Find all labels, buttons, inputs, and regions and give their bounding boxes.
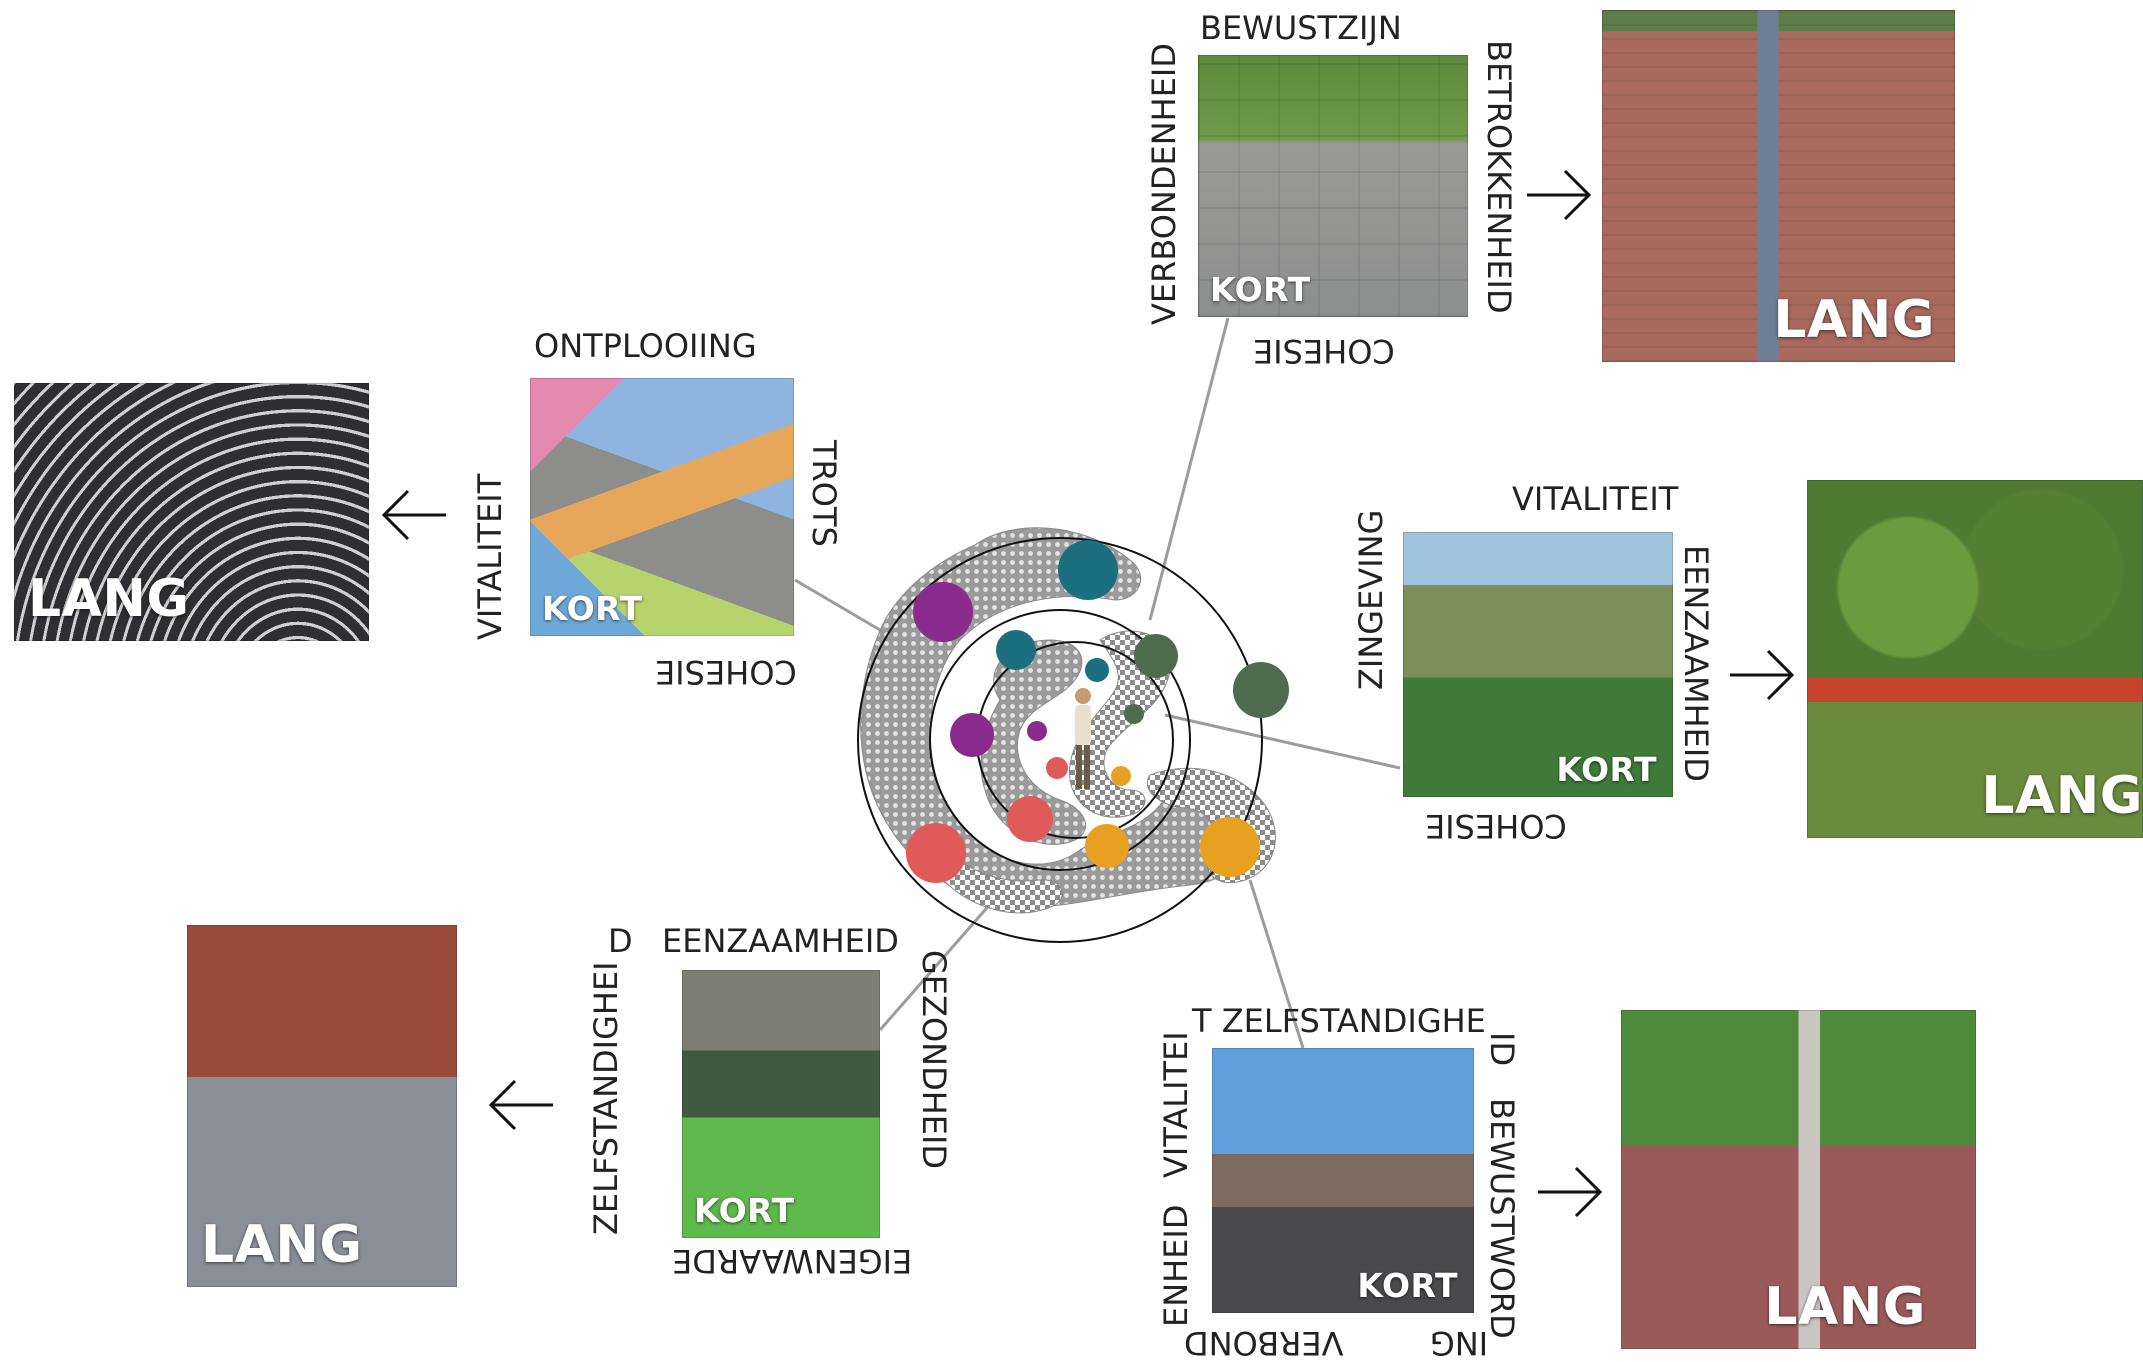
- dot-teal-large: [1058, 540, 1118, 600]
- label-d-fragment: D: [608, 922, 633, 960]
- ring-outer: [857, 537, 1263, 943]
- dot-orange-large: [1200, 817, 1260, 877]
- label-verbondenheid: VERBONDENHEID: [1145, 42, 1183, 325]
- label-betrokkenheid: BETROKKENHEID: [1480, 40, 1518, 314]
- ring-middle: [929, 609, 1191, 871]
- label-vitaliteit-right: VITALITEIT: [1512, 480, 1679, 518]
- arrow-right-icon: [1525, 168, 1595, 226]
- swirl-inner: [980, 639, 1087, 845]
- label-vitalitei: VITALITEI: [1157, 1031, 1195, 1178]
- dot-purple-large: [913, 582, 973, 642]
- photo-right-kort: KORT: [1403, 532, 1673, 797]
- tag-lang: LANG: [1764, 1277, 1926, 1337]
- photo-bottom-right-lang: LANG: [1621, 1010, 1976, 1349]
- connector-right: [1164, 713, 1401, 770]
- dot-purple-medium: [950, 713, 994, 757]
- dot-red-tiny: [1046, 757, 1068, 779]
- connector-left: [794, 578, 881, 632]
- tag-lang: LANG: [28, 569, 190, 629]
- dot-teal-tiny: [1085, 658, 1109, 682]
- tag-lang: LANG: [1981, 766, 2143, 826]
- dot-teal-small: [996, 630, 1036, 670]
- label-verbond: VERBOND: [1184, 1324, 1344, 1362]
- label-t-zelfstandighe: T ZELFSTANDIGHE: [1192, 1002, 1486, 1040]
- dot-purple-tiny: [1027, 721, 1047, 741]
- dot-red-large: [906, 823, 966, 883]
- tag-kort: KORT: [694, 1191, 795, 1230]
- tag-lang: LANG: [1773, 290, 1935, 350]
- photo-top-kort: KORT: [1198, 55, 1468, 317]
- photo-bottom-right-kort: KORT: [1212, 1048, 1474, 1313]
- tag-kort: KORT: [1357, 1266, 1458, 1305]
- label-cohesie-top: COHESIE: [1253, 332, 1395, 370]
- label-vitaliteit-left: VITALITEIT: [471, 473, 509, 640]
- arrow-right-icon: [1728, 648, 1798, 706]
- arrow-right-icon: [1536, 1165, 1606, 1223]
- photo-left-lang: LANG: [14, 383, 369, 641]
- dot-red-medium: [1007, 796, 1053, 842]
- label-ing: ING: [1430, 1324, 1489, 1362]
- dot-layer: [906, 540, 1289, 883]
- dot-green-large: [1233, 662, 1289, 718]
- label-bewustzijn: BEWUSTZIJN: [1200, 9, 1402, 47]
- dot-green-small: [1124, 704, 1144, 724]
- dot-orange-medium: [1085, 824, 1129, 868]
- label-cohesie-right: COHESIE: [1425, 807, 1567, 845]
- tag-kort: KORT: [1210, 270, 1311, 309]
- label-zingeving: ZINGEVING: [1352, 509, 1390, 690]
- label-eenzaamheid-right: EENZAAMHEID: [1677, 545, 1715, 782]
- connector-top: [1148, 317, 1230, 621]
- label-trots: TROTS: [805, 440, 843, 547]
- arrow-left-icon: [485, 1078, 555, 1136]
- label-cohesie-left: COHESIE: [655, 653, 797, 691]
- photo-bottom-left-lang: LANG: [187, 925, 457, 1287]
- tag-lang: LANG: [201, 1215, 363, 1275]
- photo-left-kort: KORT: [530, 378, 794, 636]
- label-ontplooiing: ONTPLOOIING: [534, 327, 757, 365]
- dot-orange-tiny: [1111, 766, 1131, 786]
- label-enheid: ENHEID: [1157, 1204, 1195, 1327]
- label-id-fragment: ID: [1483, 1032, 1521, 1067]
- photo-right-lang: LANG: [1807, 480, 2143, 838]
- photo-top-lang: LANG: [1602, 10, 1955, 362]
- label-eigenwaarde: EIGENWAARDE: [672, 1242, 913, 1280]
- dot-green-medium: [1134, 634, 1178, 678]
- label-eenzaamheid-bl: EENZAAMHEID: [662, 922, 899, 960]
- photo-bottom-left-kort: KORT: [682, 970, 880, 1238]
- tag-kort: KORT: [1556, 750, 1657, 789]
- person-figure: [1075, 688, 1091, 789]
- label-zelfstandighei: ZELFSTANDIGHEI: [587, 961, 625, 1235]
- label-bewustword: BEWUSTWORD: [1483, 1098, 1521, 1339]
- label-gezondheid: GEZONDHEID: [915, 950, 953, 1170]
- connector-bottom-right: [1248, 879, 1305, 1049]
- tag-kort: KORT: [542, 589, 643, 628]
- arrow-left-icon: [378, 488, 448, 546]
